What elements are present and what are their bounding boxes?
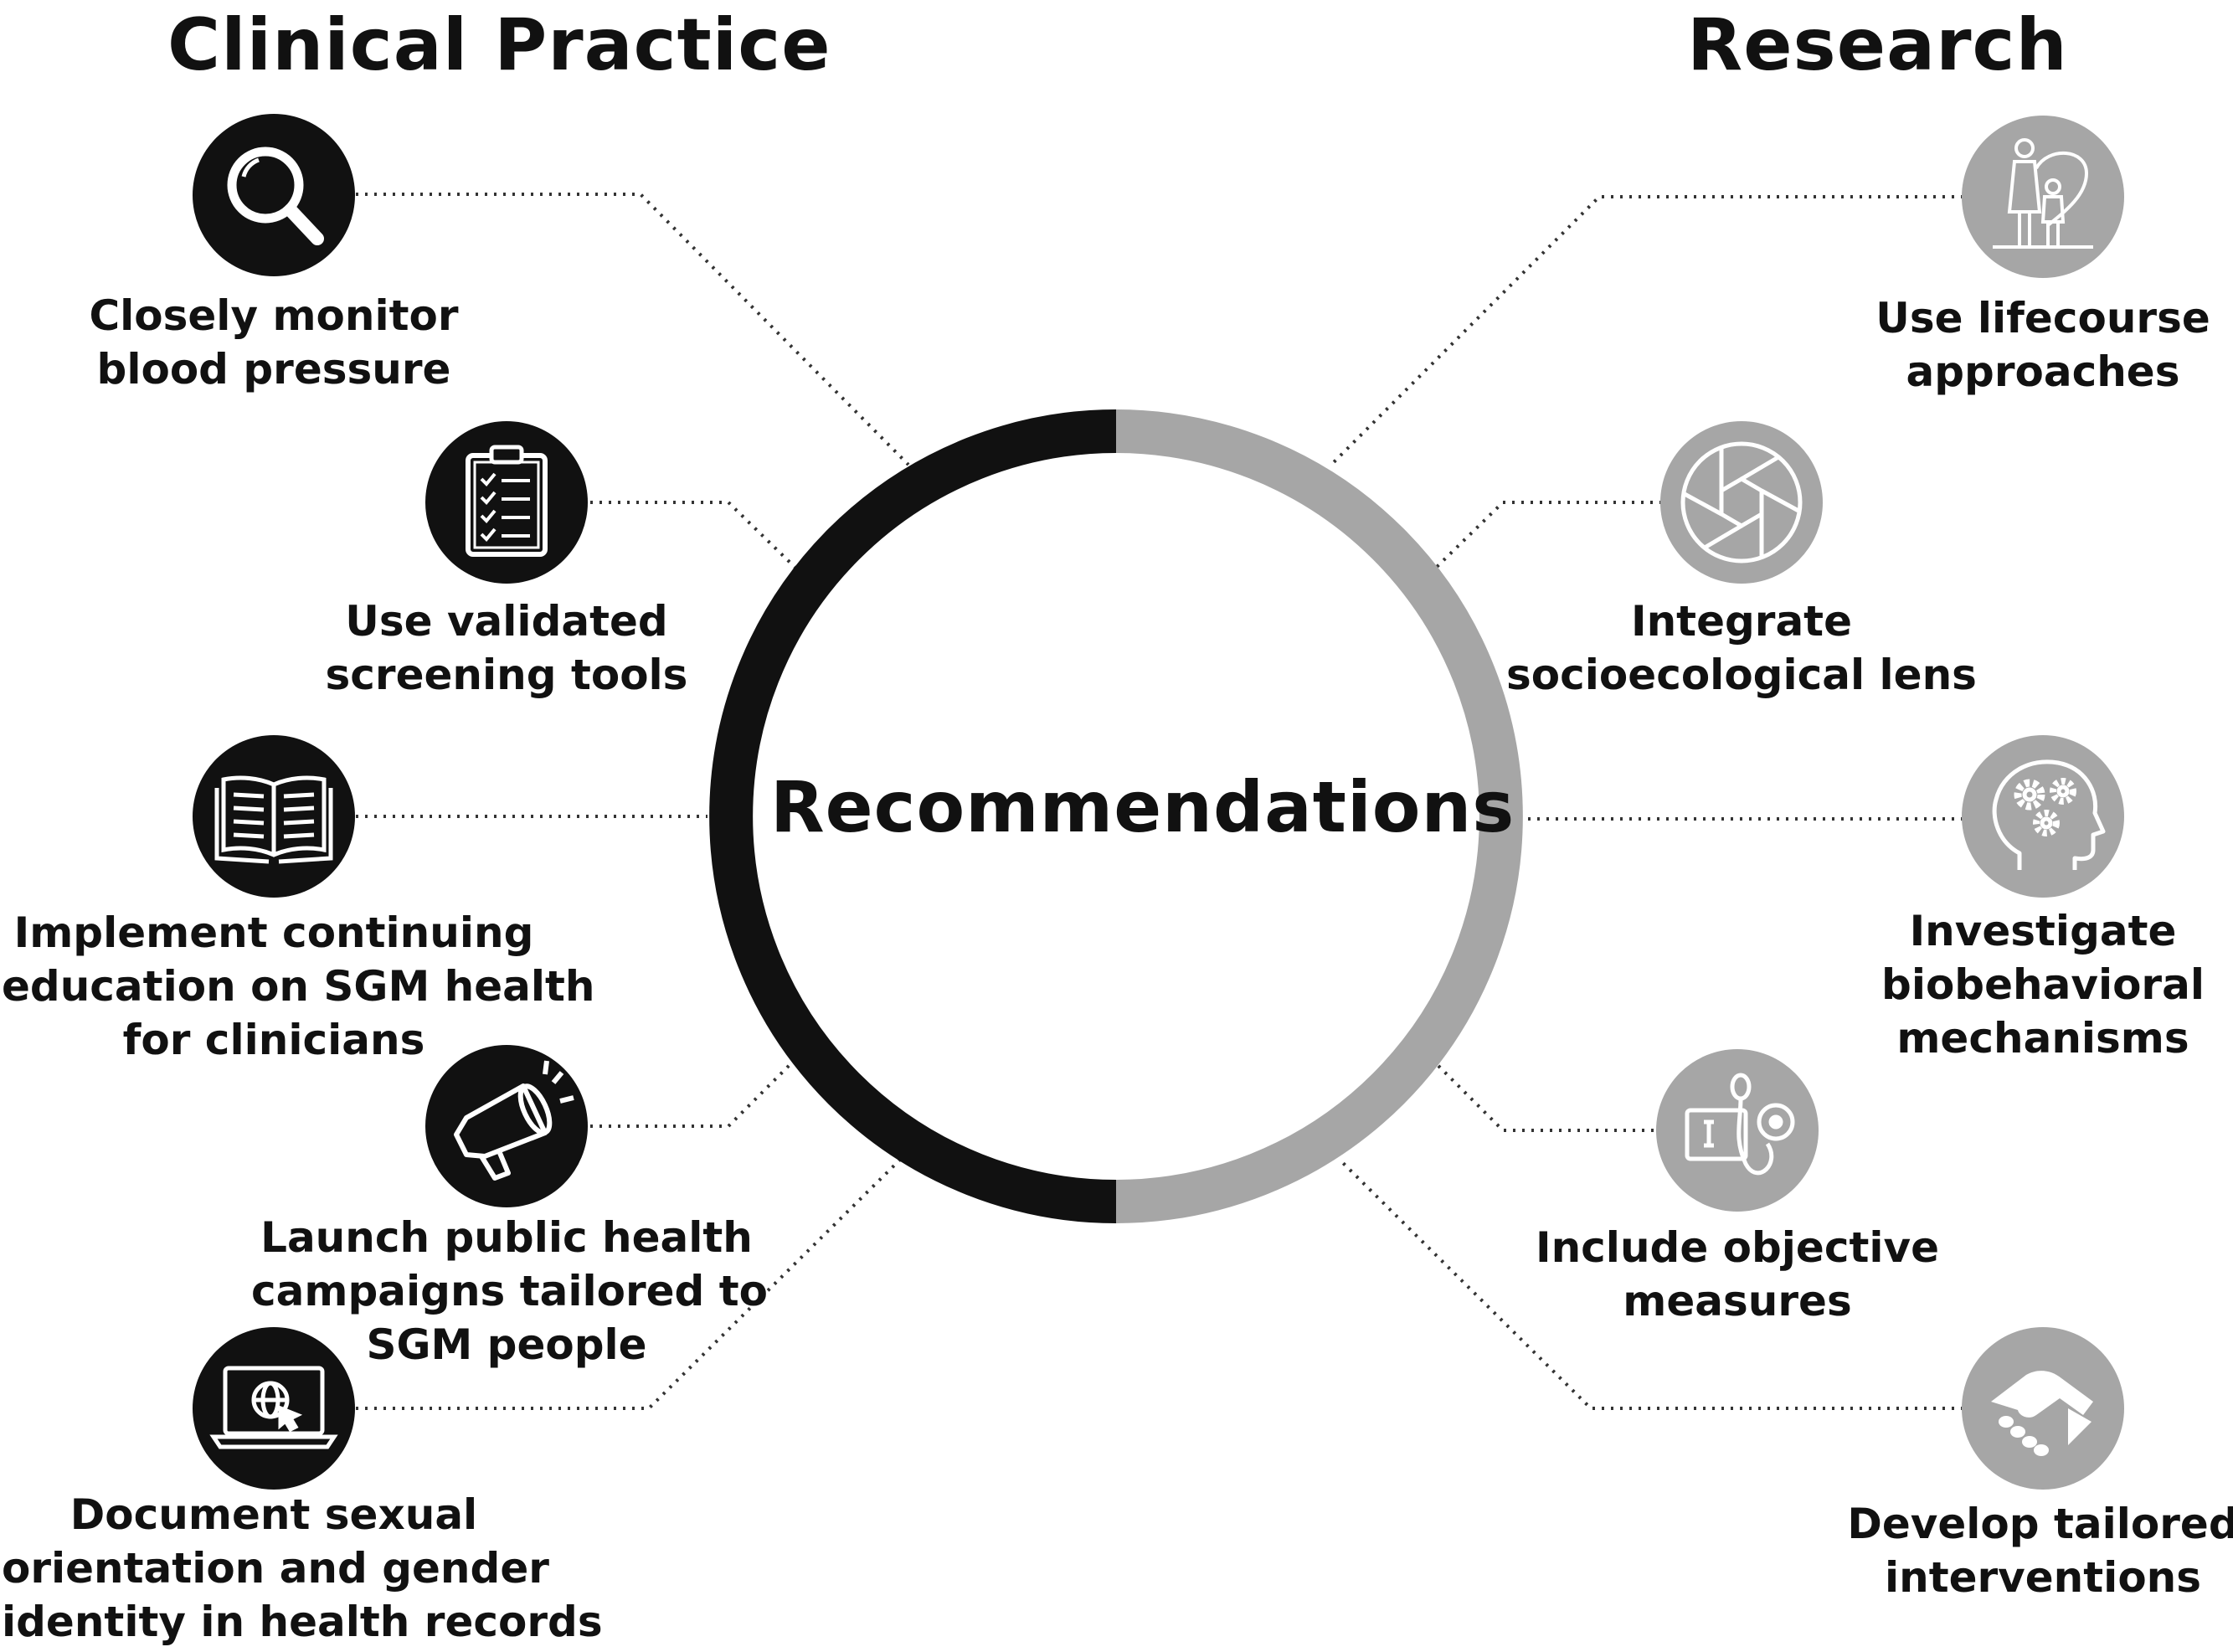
- center-ring-research-half: [1115, 409, 1523, 1223]
- clinical-practice-heading: Clinical Practice: [167, 3, 831, 87]
- camera-aperture-icon: [1660, 421, 1823, 584]
- connector-research-4: [1434, 1062, 1654, 1132]
- magnifier-icon: [193, 114, 355, 276]
- connector-research-5: [1338, 1158, 1963, 1410]
- handshake-icon: [1962, 1327, 2124, 1490]
- blood-pressure-monitor-icon: [1656, 1049, 1819, 1212]
- clipboard-checklist-icon: [425, 421, 588, 584]
- center-ring-clinical-half: [709, 409, 1117, 1223]
- center-label: Recommendations: [770, 766, 1515, 848]
- megaphone-icon: [425, 1045, 588, 1207]
- research-heading: Research: [1687, 3, 2068, 87]
- connector-research-2: [1434, 501, 1662, 569]
- connector-research-1: [1330, 195, 1963, 466]
- connector-clinical-4: [590, 1058, 797, 1128]
- laptop-globe-icon: [193, 1327, 355, 1490]
- head-gears-icon: [1962, 735, 2124, 898]
- open-book-icon: [193, 735, 355, 898]
- connector-clinical-2: [590, 501, 797, 569]
- connectors: [356, 193, 1963, 1410]
- parent-child-heart-icon: [1962, 116, 2124, 278]
